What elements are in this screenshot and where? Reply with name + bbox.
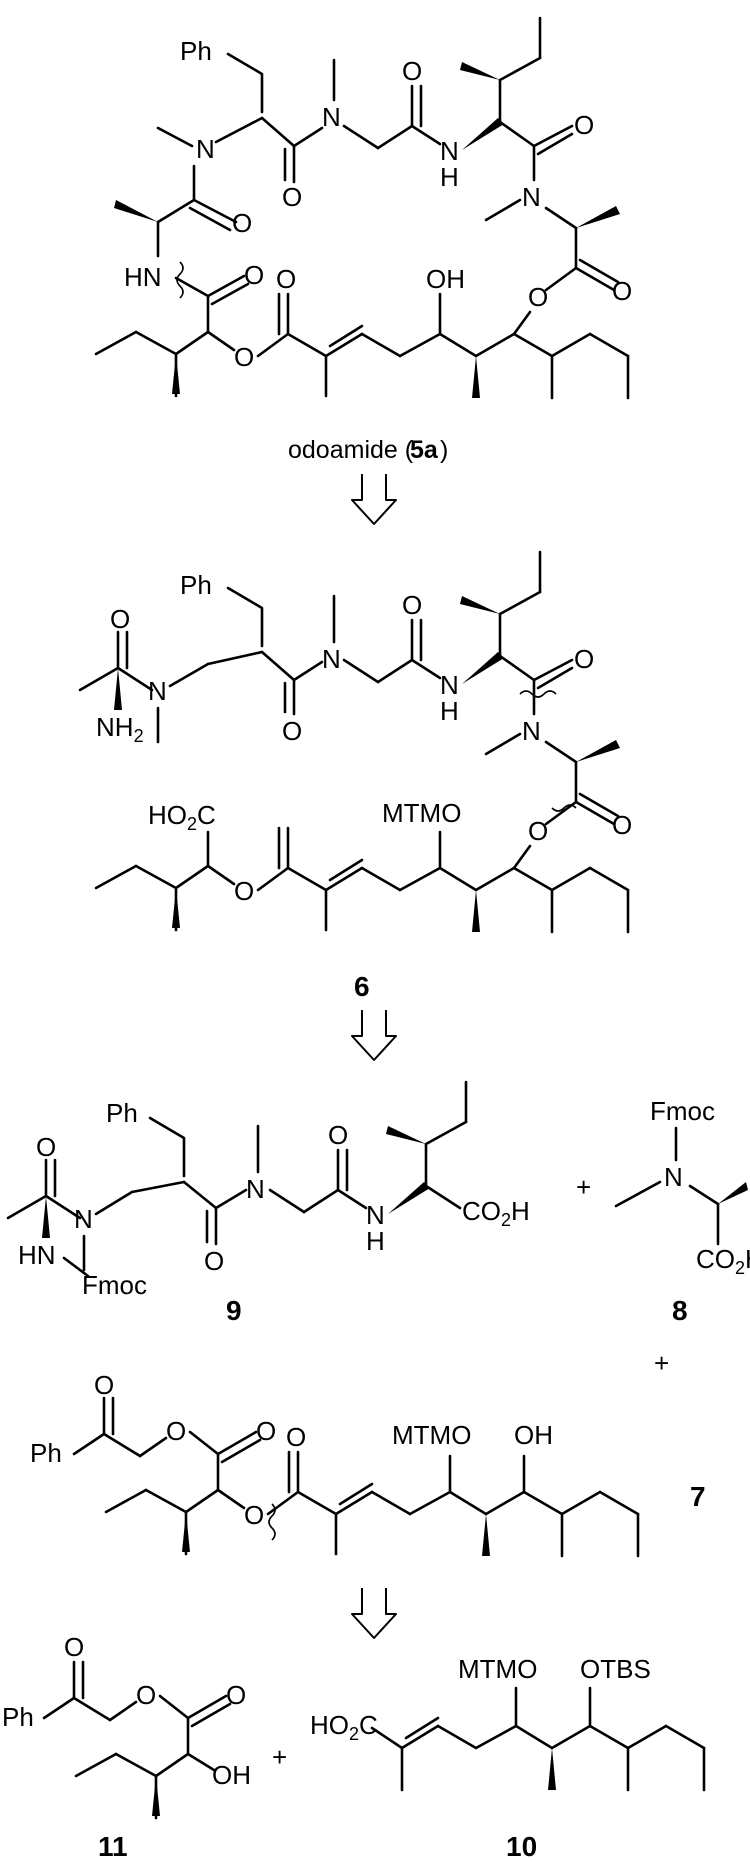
atom-nh: N — [440, 670, 459, 700]
atom-o: O — [282, 716, 302, 746]
compound-label-11: 11 — [98, 1831, 128, 1862]
atom-o: O — [36, 1132, 56, 1162]
compound-label-8: 8 — [672, 1295, 688, 1326]
atom-mtmo: MTMO — [392, 1420, 471, 1450]
atom-o: O — [244, 1500, 264, 1530]
atom-o: O — [94, 1370, 114, 1400]
atom-o: O — [276, 264, 296, 294]
caption-prefix: odoamide ( — [288, 436, 414, 464]
atom-n: N — [522, 716, 541, 746]
atom-o: O — [204, 1246, 224, 1276]
plus-sign: + — [272, 1742, 287, 1772]
atom-o: O — [136, 1680, 156, 1710]
atom-ph: Ph — [180, 570, 212, 600]
atom-o: O — [402, 590, 422, 620]
atom-n: N — [196, 134, 215, 164]
plus-sign: + — [654, 1348, 669, 1378]
atom-o: O — [612, 276, 632, 306]
atom-ph: Ph — [30, 1438, 62, 1468]
atom-oh: OH — [514, 1420, 553, 1450]
atom-co2h-a: CO2H — [462, 1196, 530, 1230]
compound-label-9: 9 — [226, 1295, 242, 1326]
atom-n: N — [322, 644, 341, 674]
atom-fmoc-a: Fmoc — [82, 1270, 147, 1300]
compound-7-structure: Ph O O O O O MTMO OH — [30, 1370, 706, 1558]
atom-otbs: OTBS — [580, 1654, 651, 1684]
atom-o: O — [110, 604, 130, 634]
atom-h: H — [440, 162, 459, 192]
atom-nh: N — [366, 1200, 385, 1230]
atom-mtmo: MTMO — [458, 1654, 537, 1684]
compound-8-structure: Fmoc N CO2H 8 — [614, 1096, 750, 1326]
atom-n: N — [74, 1204, 93, 1234]
atom-o: O — [166, 1416, 186, 1446]
atom-o: O — [226, 1680, 246, 1710]
atom-oh: OH — [426, 264, 465, 294]
atom-ho2c: HO2C — [148, 800, 216, 834]
retro-arrow-3 — [351, 1588, 397, 1639]
atom-o: O — [64, 1632, 84, 1662]
atom-o: O — [286, 1422, 306, 1452]
atom-nh2: NH2 — [96, 712, 144, 746]
compound-10-structure: HO2C MTMO OTBS 10 — [310, 1654, 706, 1862]
atom-n: N — [322, 102, 341, 132]
compound-label-7: 7 — [690, 1481, 706, 1512]
atom-o: O — [574, 644, 594, 674]
compound-11-structure: Ph O O O OH 11 — [2, 1632, 251, 1862]
atom-ph: Ph — [106, 1098, 138, 1128]
atom-n: N — [440, 136, 459, 166]
atom-n: N — [246, 1174, 265, 1204]
atom-ph: Ph — [2, 1702, 34, 1732]
plus-sign: + — [576, 1172, 591, 1202]
retro-arrow-2 — [351, 1010, 397, 1061]
compound-label-5a: 5a — [410, 436, 439, 464]
atom-o: O — [328, 1120, 348, 1150]
atom-o: O — [612, 810, 632, 840]
atom-o: O — [232, 208, 252, 238]
compound-label-6: 6 — [354, 971, 370, 1002]
atom-n: N — [664, 1162, 683, 1192]
caption-suffix: ) — [440, 436, 448, 464]
atom-hn: HN — [18, 1240, 56, 1270]
atom-oh: OH — [212, 1760, 251, 1790]
atom-n: N — [148, 676, 167, 706]
atom-ho2c: HO2C — [310, 1710, 378, 1744]
retro-arrow-1 — [351, 474, 397, 525]
atom-o: O — [234, 876, 254, 906]
atom-co2h-b: CO2H — [696, 1244, 750, 1278]
atom-hn: HN — [124, 262, 162, 292]
atom-o: O — [574, 110, 594, 140]
atom-n: N — [522, 182, 541, 212]
compound-9-structure: Ph O HN Fmoc N O N O N H CO2H — [6, 1080, 530, 1326]
odoamide-structure: Ph N O N O N H O N — [94, 16, 632, 464]
atom-o: O — [282, 182, 302, 212]
atom-h: H — [440, 696, 459, 726]
atom-o: O — [256, 1416, 276, 1446]
compound-6-structure: Ph O NH2 N O N O N H O — [78, 550, 632, 1002]
atom-o: O — [528, 816, 548, 846]
atom-o: O — [244, 260, 264, 290]
atom-o: O — [528, 282, 548, 312]
compound-label-10: 10 — [506, 1831, 537, 1862]
atom-fmoc-b: Fmoc — [650, 1096, 715, 1126]
atom-ph: Ph — [180, 36, 212, 66]
atom-o: O — [234, 342, 254, 372]
atom-o: O — [402, 56, 422, 86]
atom-mtmo: MTMO — [382, 798, 461, 828]
atom-h: H — [366, 1226, 385, 1256]
